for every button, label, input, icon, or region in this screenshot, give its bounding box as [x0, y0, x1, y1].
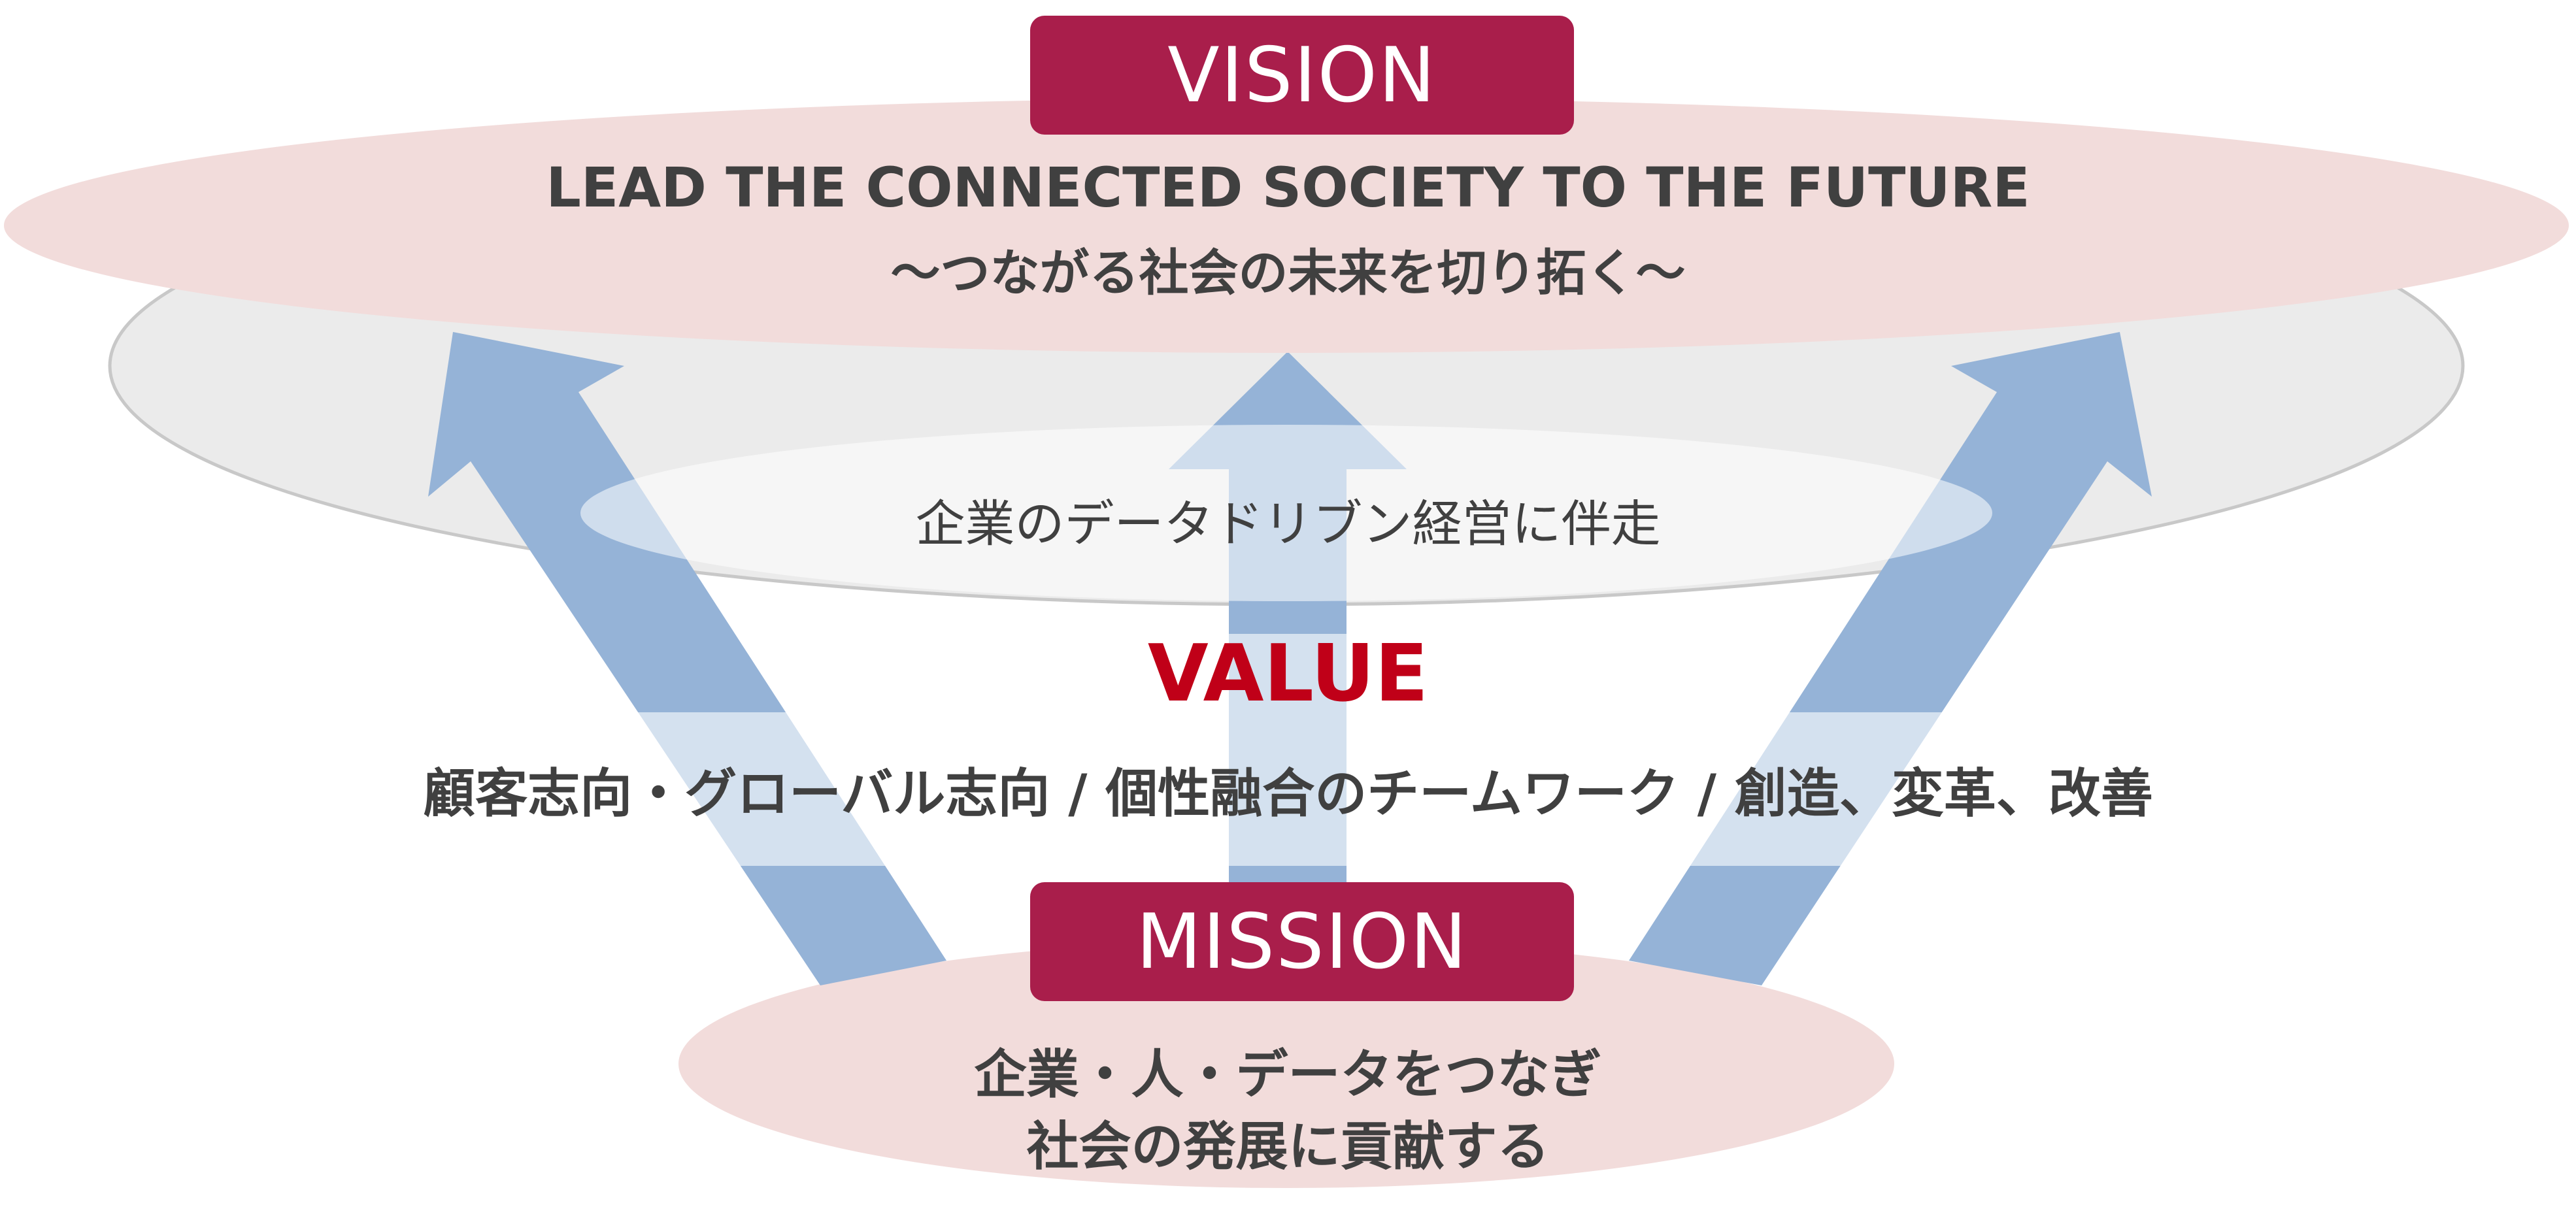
inner-light-ellipse: [580, 425, 1992, 601]
center-arrow: [1169, 352, 1407, 889]
value-items: 顧客志向・グローバル志向 / 個性融合のチームワーク / 創造、変革、改善: [423, 763, 2153, 824]
value-title: VALUE: [1147, 629, 1429, 719]
mission-ellipse: [678, 940, 1894, 1188]
value-title-backdrop: [1033, 634, 1582, 712]
vision-statement-ja: 〜つながる社会の未来を切り拓く〜: [890, 244, 1686, 302]
middle-statement: 企業のデータドリブン経営に伴走: [915, 495, 1661, 553]
vision-ellipse: [4, 98, 2569, 353]
mission-label: MISSION: [1136, 897, 1468, 986]
vision-badge: VISION: [1030, 16, 1574, 135]
mission-badge: MISSION: [1030, 882, 1574, 1001]
mission-statement-line2: 社会の発展に貢献する: [1026, 1116, 1550, 1177]
vision-label: VISION: [1167, 31, 1437, 120]
mission-statement-line1: 企業・人・データをつなぎ: [974, 1044, 1602, 1105]
vision-statement-en: LEAD THE CONNECTED SOCIETY TO THE FUTURE: [546, 156, 2030, 220]
value-band: [92, 712, 2510, 866]
